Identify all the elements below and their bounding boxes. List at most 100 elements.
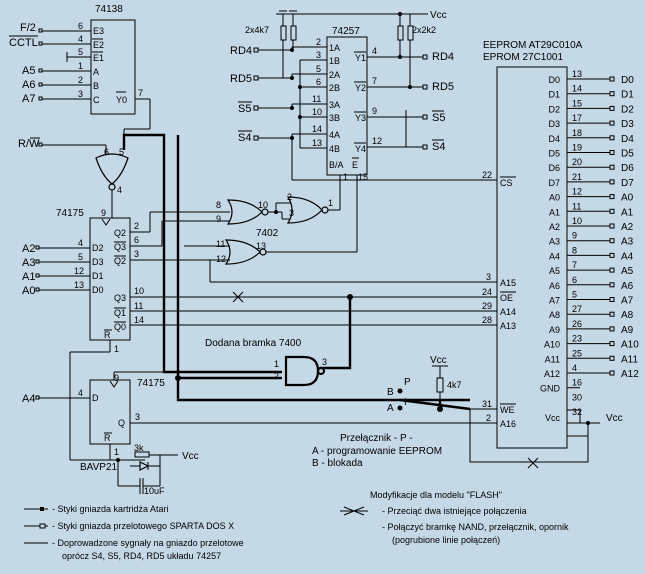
eeprom-pin-signal: D5 (621, 149, 634, 160)
svg-text:6: 6 (316, 77, 321, 87)
svg-text:4: 4 (78, 34, 83, 44)
svg-text:6: 6 (78, 21, 83, 31)
svg-text:Y3: Y3 (355, 113, 366, 123)
eeprom-pin-terminal (609, 311, 615, 317)
svg-text:Vcc: Vcc (430, 355, 447, 366)
eeprom-pin-number: 10 (572, 216, 582, 226)
eeprom-pin-signal: A3 (621, 237, 634, 248)
eeprom-pin-number: 7 (572, 260, 577, 270)
svg-text:11: 11 (312, 94, 321, 104)
eeprom-pin-name: D4 (548, 134, 560, 144)
svg-text:Dodana bramka 7400: Dodana bramka 7400 (205, 338, 302, 349)
eeprom-pin-name: A4 (549, 251, 560, 261)
eeprom-pin-number: 11 (572, 201, 581, 211)
svg-text:Q3: Q3 (114, 293, 126, 303)
eeprom-pin-number: 32 (572, 407, 582, 417)
eeprom-pin-number: 15 (572, 98, 582, 108)
svg-text:Q1: Q1 (114, 308, 126, 318)
signal-rd4-out: RD4 (432, 51, 454, 63)
svg-text:29: 29 (482, 301, 492, 311)
svg-text:15: 15 (358, 172, 368, 182)
svg-text:D2: D2 (92, 243, 104, 253)
svg-text:74175: 74175 (137, 378, 165, 389)
switch-p: B P A I Vcc 4k7 Przełącznik - P - A - pr… (312, 355, 462, 469)
svg-text:C: C (93, 95, 100, 105)
svg-text:- Połączyć bramkę NAND, przełą: - Połączyć bramkę NAND, przełącznik, opo… (382, 522, 569, 532)
chip-eeprom-body (496, 66, 568, 449)
svg-text:R: R (104, 330, 111, 340)
svg-text:5: 5 (78, 252, 83, 262)
svg-text:7: 7 (138, 88, 143, 98)
svg-text:2: 2 (78, 75, 83, 85)
svg-text:R: R (104, 433, 111, 443)
eeprom-pin-signal: A6 (621, 281, 634, 292)
svg-text:1: 1 (328, 198, 333, 208)
svg-text:Q0: Q0 (114, 322, 126, 332)
eeprom-pin-terminal (609, 223, 615, 229)
svg-text:3: 3 (135, 412, 140, 422)
switch-contact-b[interactable] (397, 388, 403, 394)
svg-text:2: 2 (134, 221, 139, 231)
svg-text:74257: 74257 (332, 26, 360, 37)
svg-text:10: 10 (258, 200, 268, 210)
svg-text:CS: CS (500, 178, 513, 188)
eeprom-pin-terminal (609, 370, 615, 376)
svg-text:I: I (404, 397, 407, 408)
eeprom-pin-signal: Vcc (606, 413, 623, 424)
eeprom-pin-signal: D2 (621, 104, 634, 115)
eeprom-pin-terminal (609, 150, 615, 155)
eeprom-pin-terminal (609, 355, 615, 361)
resistor-4k7 (436, 377, 444, 393)
svg-text:4: 4 (372, 46, 377, 56)
eeprom-pin-name: A5 (549, 266, 560, 276)
svg-text:4: 4 (78, 238, 83, 248)
svg-text:2x2k2: 2x2k2 (412, 25, 436, 35)
diode-symbol (139, 461, 150, 471)
eeprom-pin-number: 17 (572, 113, 582, 123)
svg-text:4: 4 (117, 185, 122, 195)
cut-mark-vcc (527, 457, 539, 469)
eeprom-pin-signal: A8 (621, 310, 634, 321)
eeprom-pin-signal: A10 (621, 340, 639, 351)
svg-text:Modyfikacje dla modelu "FLASH": Modyfikacje dla modelu "FLASH" (370, 490, 502, 500)
eeprom-pin-terminal (609, 76, 615, 82)
chip-74138-body (90, 19, 136, 115)
eeprom-pin-name: GND (540, 384, 561, 394)
eeprom-pin-name: A7 (549, 296, 560, 306)
eeprom-pin-name: Vcc (545, 413, 561, 423)
svg-text:11: 11 (134, 301, 143, 311)
eeprom-pin-signal: A1 (621, 207, 634, 218)
svg-text:Vcc: Vcc (430, 10, 447, 21)
svg-text:oprócz S4, S5, RD4, RD5 układ: oprócz S4, S5, RD4, RD5 układu 74257 (62, 551, 221, 561)
eeprom-pin-signal: A11 (621, 354, 638, 365)
gates-7402: 8 9 10 2 3 1 7402 11 12 13 (184, 175, 470, 283)
eeprom-pin-terminal (609, 238, 615, 244)
eeprom-pin-signal: A9 (621, 325, 634, 336)
signal-rd5-in: RD5 (230, 73, 252, 85)
eeprom-pin-terminal (609, 297, 615, 302)
chip-74175-a-inputs: A2 A3 A1 A0 4 5 12 13 D2 D3 D1 D0 (22, 238, 104, 297)
resistors-2k2: 2x2k2 Vcc (300, 10, 447, 47)
svg-text:3: 3 (78, 89, 83, 99)
eeprom-pin-name: A3 (549, 237, 560, 247)
eeprom-pin-number: 12 (572, 187, 582, 197)
svg-text:3: 3 (322, 357, 327, 367)
svg-text:Y4: Y4 (355, 144, 366, 154)
eeprom-pin-terminal (609, 105, 615, 111)
svg-text:A16: A16 (500, 419, 516, 429)
svg-text:12: 12 (216, 254, 226, 264)
svg-text:3A: 3A (329, 100, 340, 110)
eeprom-pin-name: D0 (548, 75, 560, 85)
eeprom-pin-number: 6 (572, 275, 577, 285)
svg-text:24: 24 (482, 287, 492, 297)
signal-a5: A5 (22, 65, 35, 77)
eeprom-pin-number: 26 (572, 319, 582, 329)
eeprom-pin-number: 4 (572, 363, 577, 373)
switch-contact-a[interactable] (397, 405, 403, 411)
eeprom-pin-number: 14 (572, 84, 582, 94)
eeprom-pin-terminal (609, 282, 615, 288)
eeprom-pin-name: A2 (549, 222, 560, 232)
svg-text:Q3: Q3 (114, 242, 126, 252)
eeprom-pin-signal: A0 (621, 193, 634, 204)
svg-text:E2: E2 (93, 40, 104, 50)
